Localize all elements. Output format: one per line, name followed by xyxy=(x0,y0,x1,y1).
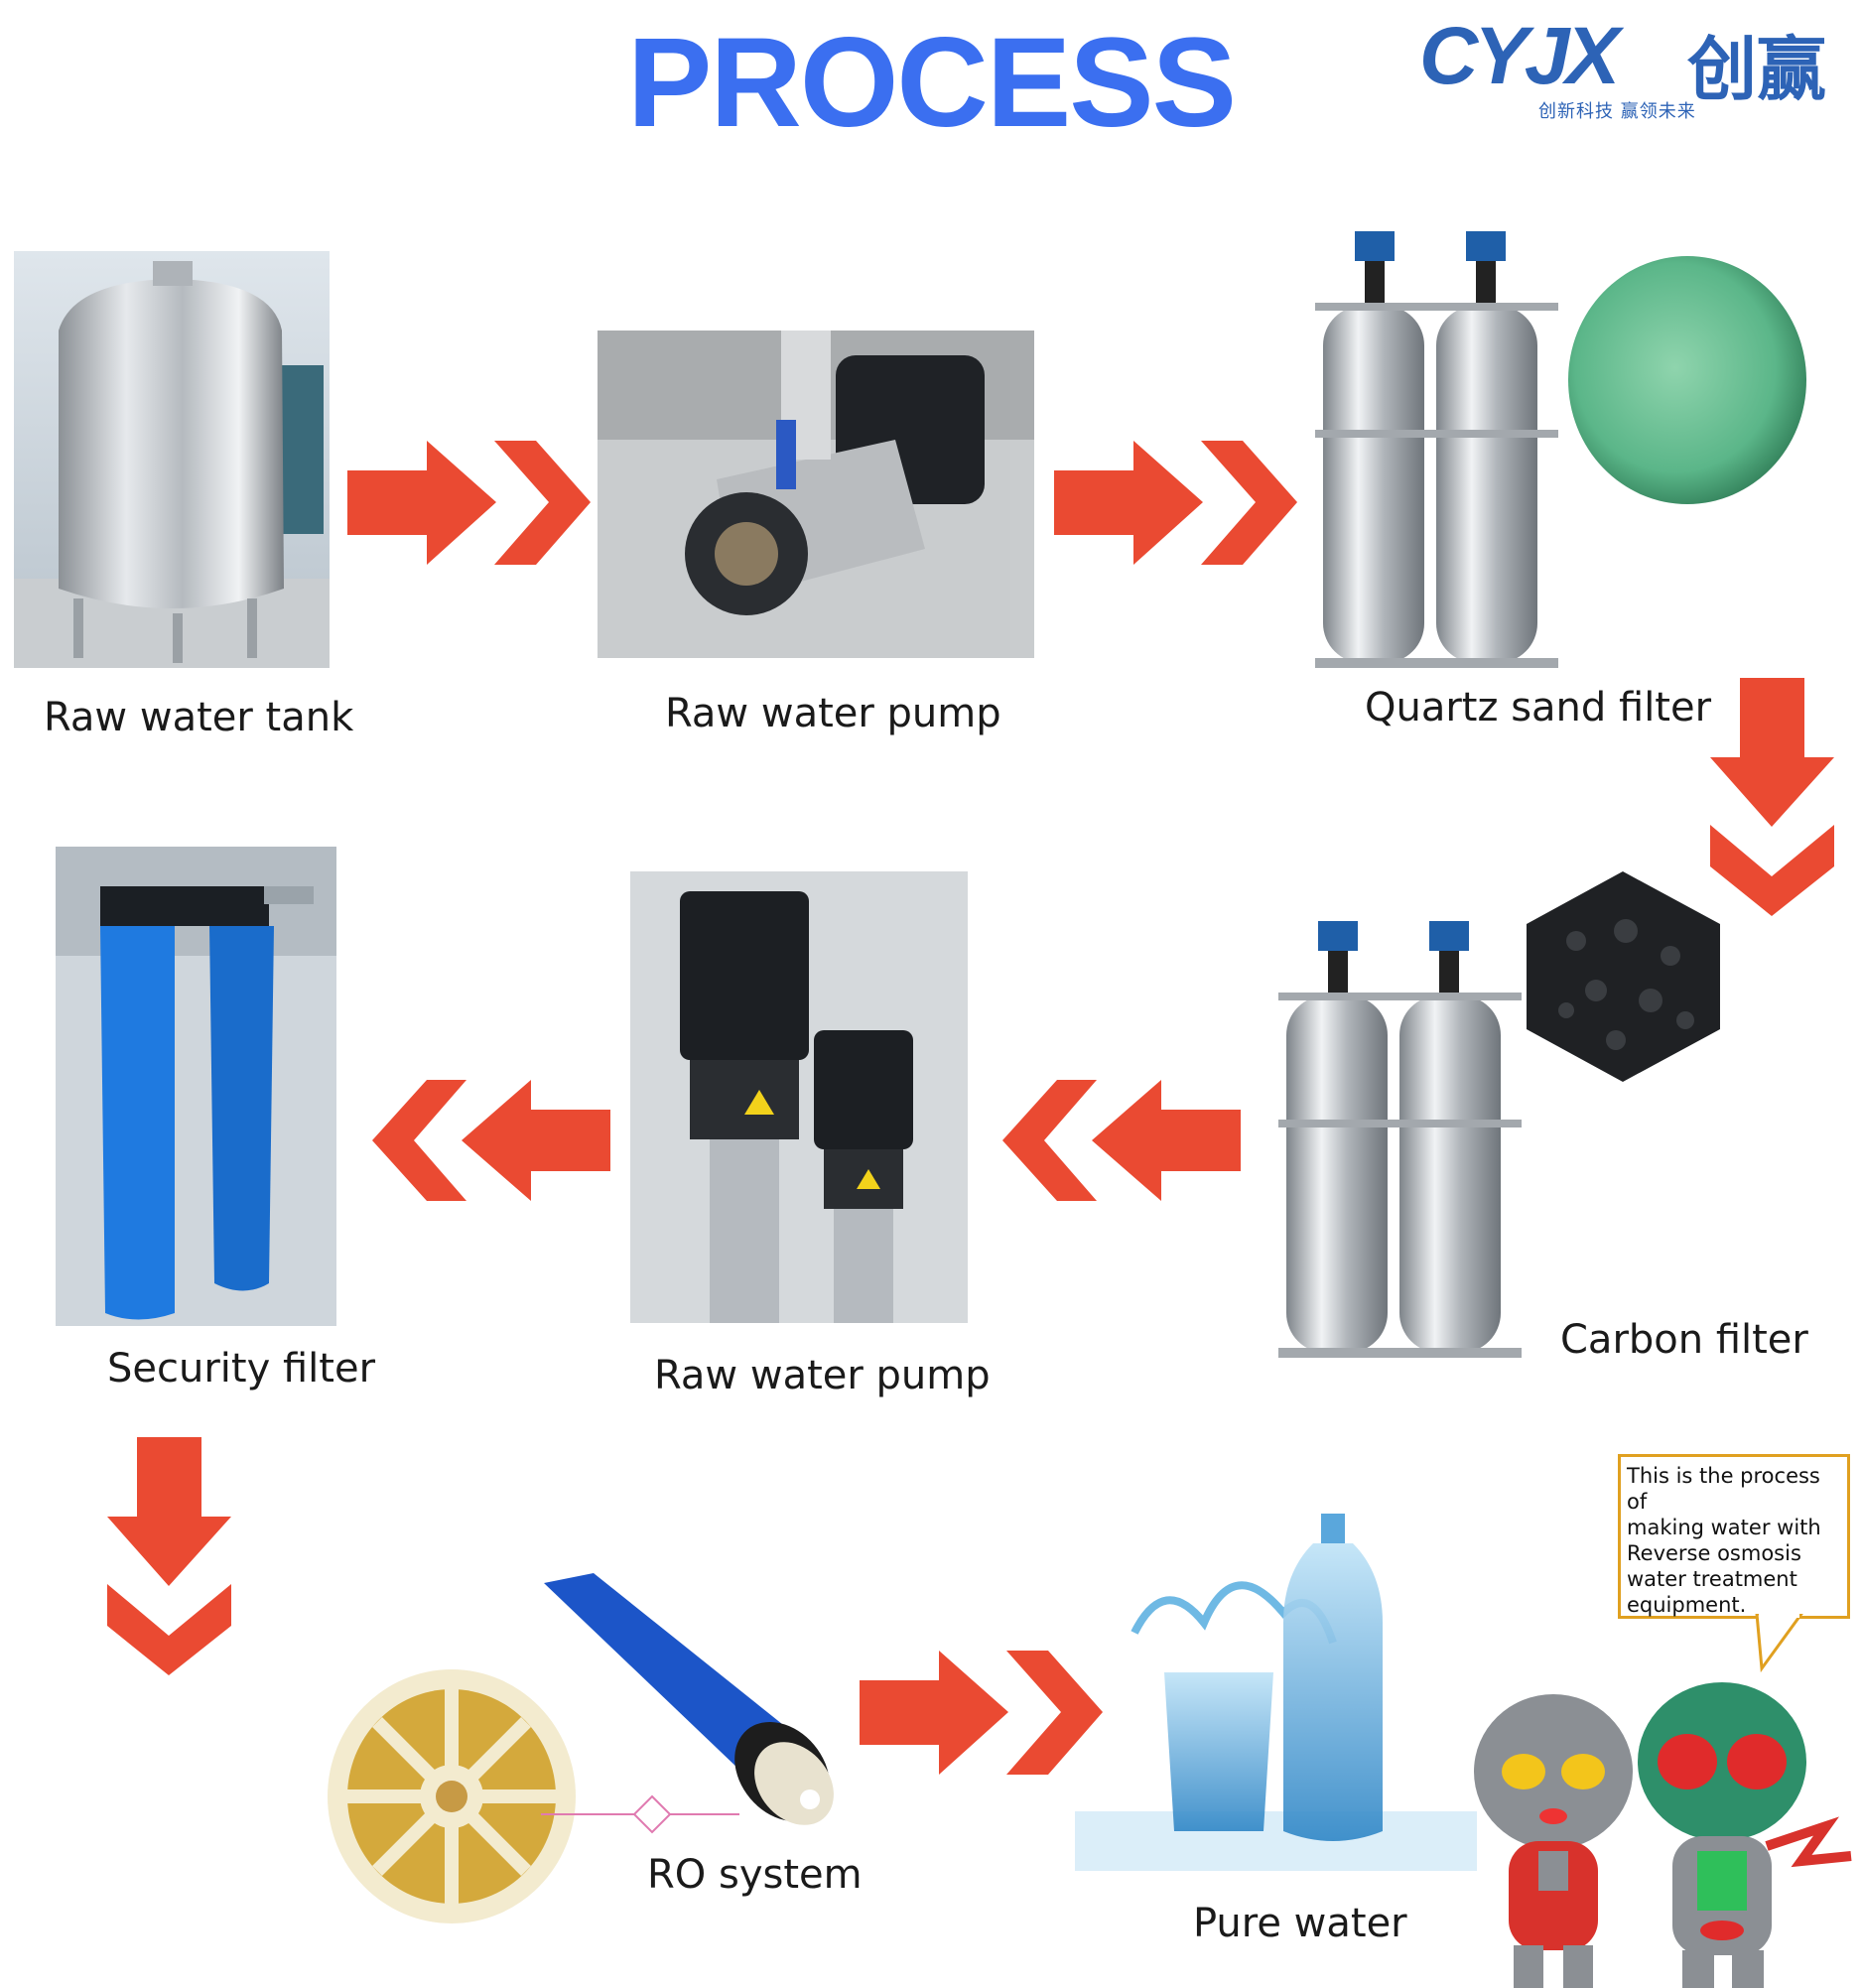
logo-chinese: 创赢 xyxy=(1687,29,1826,110)
note-line: water treatment xyxy=(1627,1567,1797,1591)
arrow-left-2 xyxy=(372,1080,610,1201)
step-label-pure-water: Pure water xyxy=(1193,1901,1407,1946)
step-label-ro-system: RO system xyxy=(647,1852,863,1898)
step-label-quartz-sand-filter: Quartz sand filter xyxy=(1365,685,1712,730)
arrow-left-1 xyxy=(1002,1080,1241,1201)
activated-carbon-sample-image xyxy=(1527,871,1720,1082)
arrow-right-2 xyxy=(1054,441,1297,565)
logo-tagline: 创新科技 赢领未来 xyxy=(1538,101,1696,122)
note-line: Reverse osmosis xyxy=(1627,1541,1801,1565)
brand-logo: CYJX 创赢 创新科技 赢领未来 xyxy=(1414,10,1851,129)
logo-wordmark: CYJX xyxy=(1419,11,1620,101)
step-label-raw-water-pump-1: Raw water pump xyxy=(665,691,1001,736)
speech-bubble-tail xyxy=(1752,1614,1811,1673)
step-label-security-filter: Security filter xyxy=(107,1346,376,1392)
step-label-carbon-filter: Carbon filter xyxy=(1560,1317,1808,1363)
raw-water-tank-image xyxy=(14,251,330,668)
arrow-right-3 xyxy=(860,1651,1103,1775)
quartz-sand-sample-image xyxy=(1566,254,1809,507)
security-filter-image xyxy=(56,847,336,1326)
arrow-down-right xyxy=(1710,678,1834,916)
note-line: This is the process of xyxy=(1627,1464,1820,1514)
speech-bubble-note: This is the process of making water with… xyxy=(1618,1454,1850,1619)
step-label-raw-water-tank: Raw water tank xyxy=(44,695,354,740)
step-label-raw-water-pump-2: Raw water pump xyxy=(654,1353,991,1398)
carbon-filter-image xyxy=(1278,921,1522,1363)
raw-water-pump-image-2 xyxy=(630,871,968,1323)
ro-connector-line xyxy=(541,1794,739,1834)
ro-membrane-tube-image xyxy=(534,1573,842,1836)
arrow-down-left xyxy=(107,1437,231,1675)
page-title: PROCESS xyxy=(627,12,1237,154)
arrow-right-1 xyxy=(347,441,591,565)
note-line: making water with xyxy=(1627,1516,1821,1539)
raw-water-pump-image-1 xyxy=(598,331,1034,658)
ro-membrane-endcap-image xyxy=(328,1667,581,1925)
note-text: This is the process of making water with… xyxy=(1627,1463,1845,1618)
note-line: equipment. xyxy=(1627,1593,1747,1617)
quartz-sand-filter-image xyxy=(1315,231,1558,673)
mascot-characters-illustration xyxy=(1459,1677,1856,1988)
pure-water-image xyxy=(1075,1514,1477,1871)
